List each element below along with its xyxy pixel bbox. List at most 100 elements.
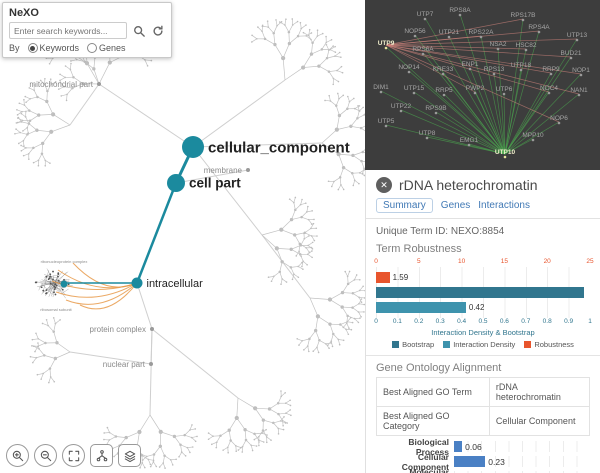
network-node-dot[interactable] [522,19,525,22]
search-icon[interactable] [131,23,146,38]
tree-term-dot[interactable] [149,362,153,366]
interaction-network-canvas[interactable]: UTP7 RPS8A RPS17B NOP56 UTP21 RPS22A RPS4A UTP1… [365,0,600,170]
reset-icon[interactable] [150,23,165,38]
network-node-NOC4[interactable]: NOC4 [540,85,558,92]
network-node-dot[interactable] [408,71,411,74]
network-node-dot[interactable] [469,68,472,71]
network-node-dot[interactable] [503,93,506,96]
network-node-dot[interactable] [380,91,383,94]
network-node-UTP21[interactable]: UTP21 [439,29,460,36]
network-node-NOP1[interactable]: NOP1 [572,67,590,74]
network-node-dot[interactable] [525,49,528,52]
network-node-UTP15[interactable]: UTP15 [404,85,425,92]
zoom-in-button[interactable] [6,444,29,467]
radio-genes[interactable]: Genes [87,43,126,53]
network-node-EMG1[interactable]: EMG1 [460,137,479,144]
tree-term-label[interactable]: ribonucleoprotein complex [41,259,88,264]
network-node-dot[interactable] [459,14,462,17]
tree-term-label[interactable]: nuclear part [103,360,146,369]
tree-node-label[interactable]: cell part [189,176,241,191]
search-input[interactable] [9,22,127,39]
network-node-dot[interactable] [548,92,551,95]
network-node-UTP13[interactable]: UTP13 [567,32,588,39]
tree-node-cell-part[interactable] [167,174,185,192]
network-node-BUD21[interactable]: BUD21 [561,50,582,57]
network-node-dot[interactable] [580,74,583,77]
network-node-dot[interactable] [493,73,496,76]
network-node-dot[interactable] [448,36,451,39]
network-node-DIM1[interactable]: DIM1 [373,84,389,91]
network-node-dot[interactable] [578,94,581,97]
zoom-out-button[interactable] [34,444,57,467]
network-node-RPS6A[interactable]: RPS6A [412,46,434,53]
network-node-dot[interactable] [480,36,483,39]
tree-term-label[interactable]: ribosomal subunit [40,307,72,312]
tree-node-cellular-component[interactable] [182,136,204,158]
network-node-dot[interactable] [414,35,417,38]
network-node-dot[interactable] [558,122,561,125]
network-node-UTP9[interactable]: UTP9 [378,40,395,47]
hierarchy-layout-button[interactable] [90,444,113,467]
tree-term-label[interactable]: protein complex [90,325,146,334]
network-node-dot[interactable] [424,18,427,21]
tree-term-dot[interactable] [150,327,154,331]
network-node-NAN1[interactable]: NAN1 [570,87,588,94]
network-node-UTP5[interactable]: UTP5 [378,118,395,125]
network-node-dot[interactable] [400,110,403,113]
network-node-UTP7[interactable]: UTP7 [417,11,434,18]
tree-node-label[interactable]: cellular_component [208,139,350,156]
ontology-tree-canvas[interactable]: mitochondrial part membrane protein comple… [0,0,365,473]
radio-keywords-dot[interactable] [28,43,38,53]
network-node-dot[interactable] [570,57,573,60]
network-node-RPS4A[interactable]: RPS4A [528,24,550,31]
network-node-dot[interactable] [443,94,446,97]
tree-term-label[interactable]: mitochondrial part [29,80,93,89]
close-icon[interactable]: ✕ [376,177,392,193]
network-node-NOP14[interactable]: NOP14 [398,64,420,71]
tree-node-rdna-heterochromatin[interactable] [61,281,68,288]
network-node-dot[interactable] [468,144,471,147]
network-node-dot[interactable] [422,53,425,56]
tree-term-dot[interactable] [246,168,250,172]
network-node-KRE33[interactable]: KRE33 [433,66,454,73]
network-node-dot[interactable] [413,92,416,95]
tree-term-label[interactable]: membrane [204,166,243,175]
network-node-dot[interactable] [538,31,541,34]
network-node-ENP1[interactable]: ENP1 [462,61,479,68]
network-node-NSA2[interactable]: NSA2 [490,41,507,48]
network-node-MPP10[interactable]: MPP10 [522,132,544,139]
network-node-HSC82[interactable]: HSC82 [516,42,537,49]
network-node-NOP56[interactable]: NOP56 [404,28,426,35]
network-node-NOP6[interactable]: NOP6 [550,115,568,122]
layers-button[interactable] [118,444,141,467]
network-node-RPS17B[interactable]: RPS17B [511,12,536,19]
network-node-RRP5[interactable]: RRP5 [435,87,453,94]
network-node-dot[interactable] [442,73,445,76]
network-node-RRP9[interactable]: RRP9 [542,66,560,73]
network-node-RPS9B[interactable]: RPS9B [425,105,446,112]
network-node-dot[interactable] [504,156,507,159]
network-node-dot[interactable] [532,139,535,142]
tab-interactions[interactable]: Interactions [478,200,530,211]
network-node-RPS22A[interactable]: RPS22A [469,29,495,36]
network-node-UTP8[interactable]: UTP8 [419,130,436,137]
radio-keywords[interactable]: Keywords [28,43,80,53]
network-node-UTP18[interactable]: UTP18 [511,62,532,69]
tree-term-dot[interactable] [97,82,101,86]
network-node-dot[interactable] [385,125,388,128]
tree-node-intracellular[interactable] [132,278,143,289]
network-node-UTP6[interactable]: UTP6 [496,86,513,93]
radio-genes-dot[interactable] [87,43,97,53]
network-node-RPS8A[interactable]: RPS8A [449,7,471,14]
network-node-dot[interactable] [474,92,477,95]
tree-node-label[interactable]: intracellular [147,278,204,290]
network-node-dot[interactable] [520,69,523,72]
network-node-dot[interactable] [576,39,579,42]
network-node-dot[interactable] [426,137,429,140]
network-node-PWP2[interactable]: PWP2 [466,85,485,92]
network-node-RPS13[interactable]: RPS13 [484,66,505,73]
network-node-dot[interactable] [550,73,553,76]
tab-genes[interactable]: Genes [441,200,470,211]
network-node-dot[interactable] [435,112,438,115]
fit-to-screen-button[interactable] [62,444,85,467]
